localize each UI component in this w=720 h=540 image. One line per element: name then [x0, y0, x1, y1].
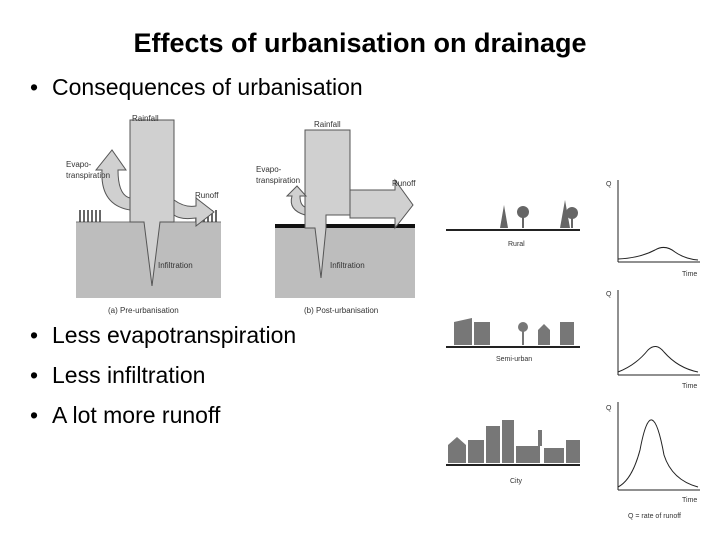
time-axis-1: Time: [682, 271, 697, 278]
time-axis-3: Time: [682, 497, 697, 504]
q-axis-3: Q: [606, 405, 612, 412]
evapo-label-b2: transpiration: [256, 176, 300, 185]
caption-post: (b) Post-urbanisation: [304, 306, 378, 315]
subheading: •Consequences of urbanisation: [30, 74, 363, 101]
rainfall-label-b: Rainfall: [314, 120, 341, 129]
q-note: Q = rate of runoff: [628, 513, 681, 520]
caption-pre: (a) Pre-urbanisation: [108, 306, 179, 315]
page-title: Effects of urbanisation on drainage: [0, 28, 720, 59]
bullet-item: •A lot more runoff: [30, 395, 296, 435]
runoff-label-b: Runoff: [392, 179, 416, 188]
city-label: City: [510, 478, 523, 485]
evapo-label-a1: Evapo-: [66, 160, 92, 169]
q-axis-1: Q: [606, 181, 612, 188]
urbanisation-diagram: Rainfall Evapo- transpiration Runoff Inf…: [0, 108, 420, 318]
hydrograph-panel: Rural Semi-urban City Q Time Q Time Q: [440, 170, 715, 520]
semi-urban-label: Semi-urban: [496, 356, 532, 363]
infiltration-label-b: Infiltration: [330, 261, 365, 270]
evapo-label-b1: Evapo-: [256, 165, 282, 174]
rural-label: Rural: [508, 241, 525, 248]
q-axis-2: Q: [606, 291, 612, 298]
runoff-label-a: Runoff: [195, 191, 219, 200]
bullet-list: •Less evapotranspiration •Less infiltrat…: [30, 315, 296, 435]
bullet-item: •Less infiltration: [30, 355, 296, 395]
time-axis-2: Time: [682, 383, 697, 390]
evapo-label-a2: transpiration: [66, 171, 110, 180]
infiltration-label-a: Infiltration: [158, 261, 193, 270]
rainfall-label-a: Rainfall: [132, 114, 159, 123]
bullet-item: •Less evapotranspiration: [30, 315, 296, 355]
